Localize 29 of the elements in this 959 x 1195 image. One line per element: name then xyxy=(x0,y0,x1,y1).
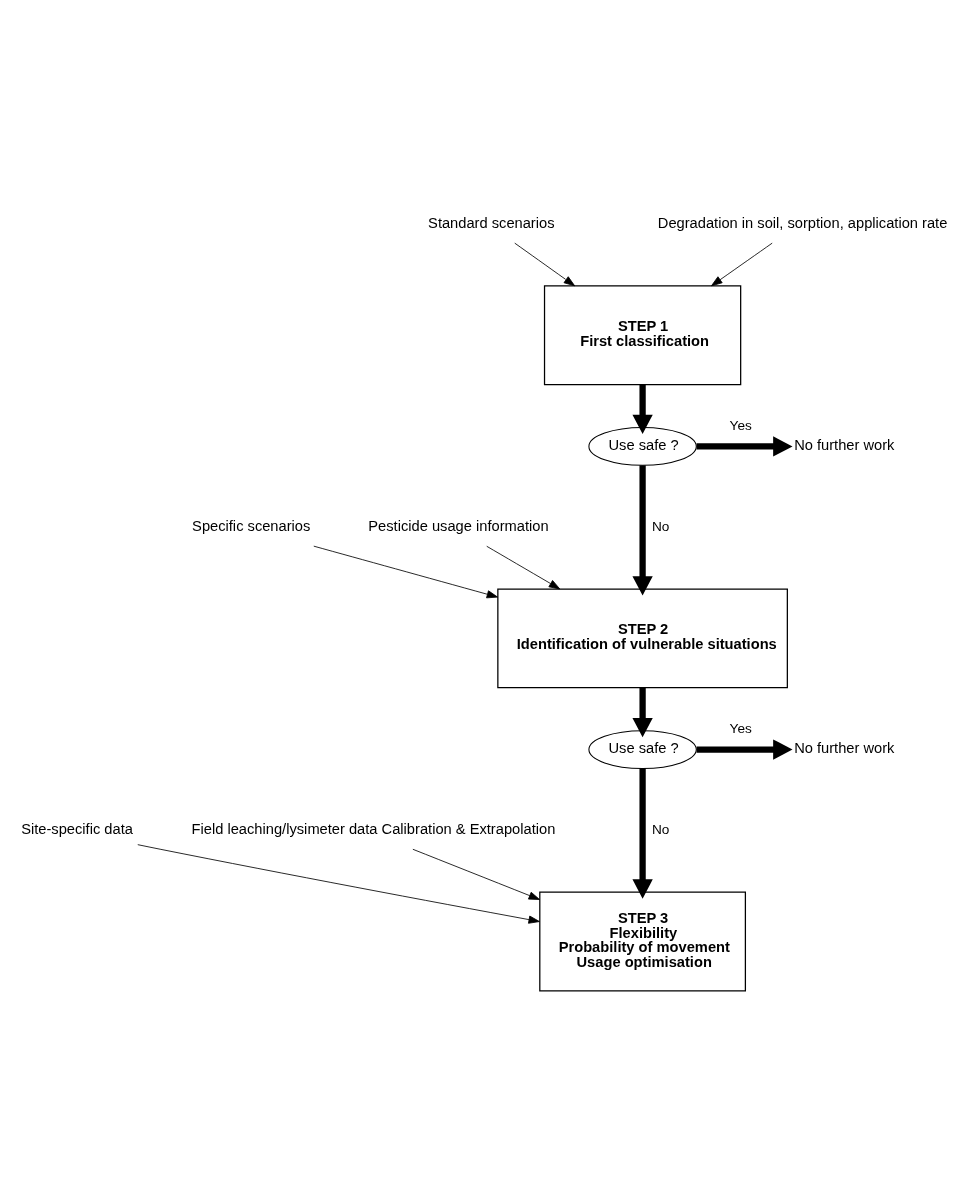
edge-label: No xyxy=(652,518,670,534)
node-text: No further work xyxy=(794,436,895,453)
edge-label: No xyxy=(652,821,670,837)
node-text: Pesticide usage information xyxy=(368,517,549,534)
arrow xyxy=(632,464,653,595)
arrow xyxy=(137,843,540,924)
node-box: STEP 3 Flexibility Probability of movement Usage optimisation xyxy=(539,891,746,991)
arrow xyxy=(632,384,653,434)
node-box: STEP 2 Identification of vulnerable situations xyxy=(497,587,788,688)
node-ellipse: Use safe ? xyxy=(588,729,697,769)
edge-label: Yes xyxy=(729,417,752,433)
node-text: Specific scenarios xyxy=(192,517,311,534)
node-ellipse: Use safe ? xyxy=(588,426,697,466)
node-text: Field leaching/lysimeter data Calibration & Extrapolation xyxy=(191,820,556,837)
node-text: Standard scenarios xyxy=(428,214,555,231)
arrow xyxy=(696,435,793,457)
node-text: Degradation in soil, sorption, application rate xyxy=(657,214,948,231)
arrow xyxy=(514,242,576,286)
node-text: Site-specific data xyxy=(21,820,133,837)
arrow xyxy=(711,242,773,286)
arrow xyxy=(632,687,653,737)
arrow xyxy=(632,767,653,899)
edge-label: Yes xyxy=(729,720,752,736)
arrow xyxy=(486,545,561,589)
arrow xyxy=(313,545,499,598)
node-text: No further work xyxy=(794,739,895,756)
arrow xyxy=(412,848,540,900)
arrow xyxy=(696,738,793,760)
node-box: STEP 1 First classification xyxy=(543,284,742,385)
